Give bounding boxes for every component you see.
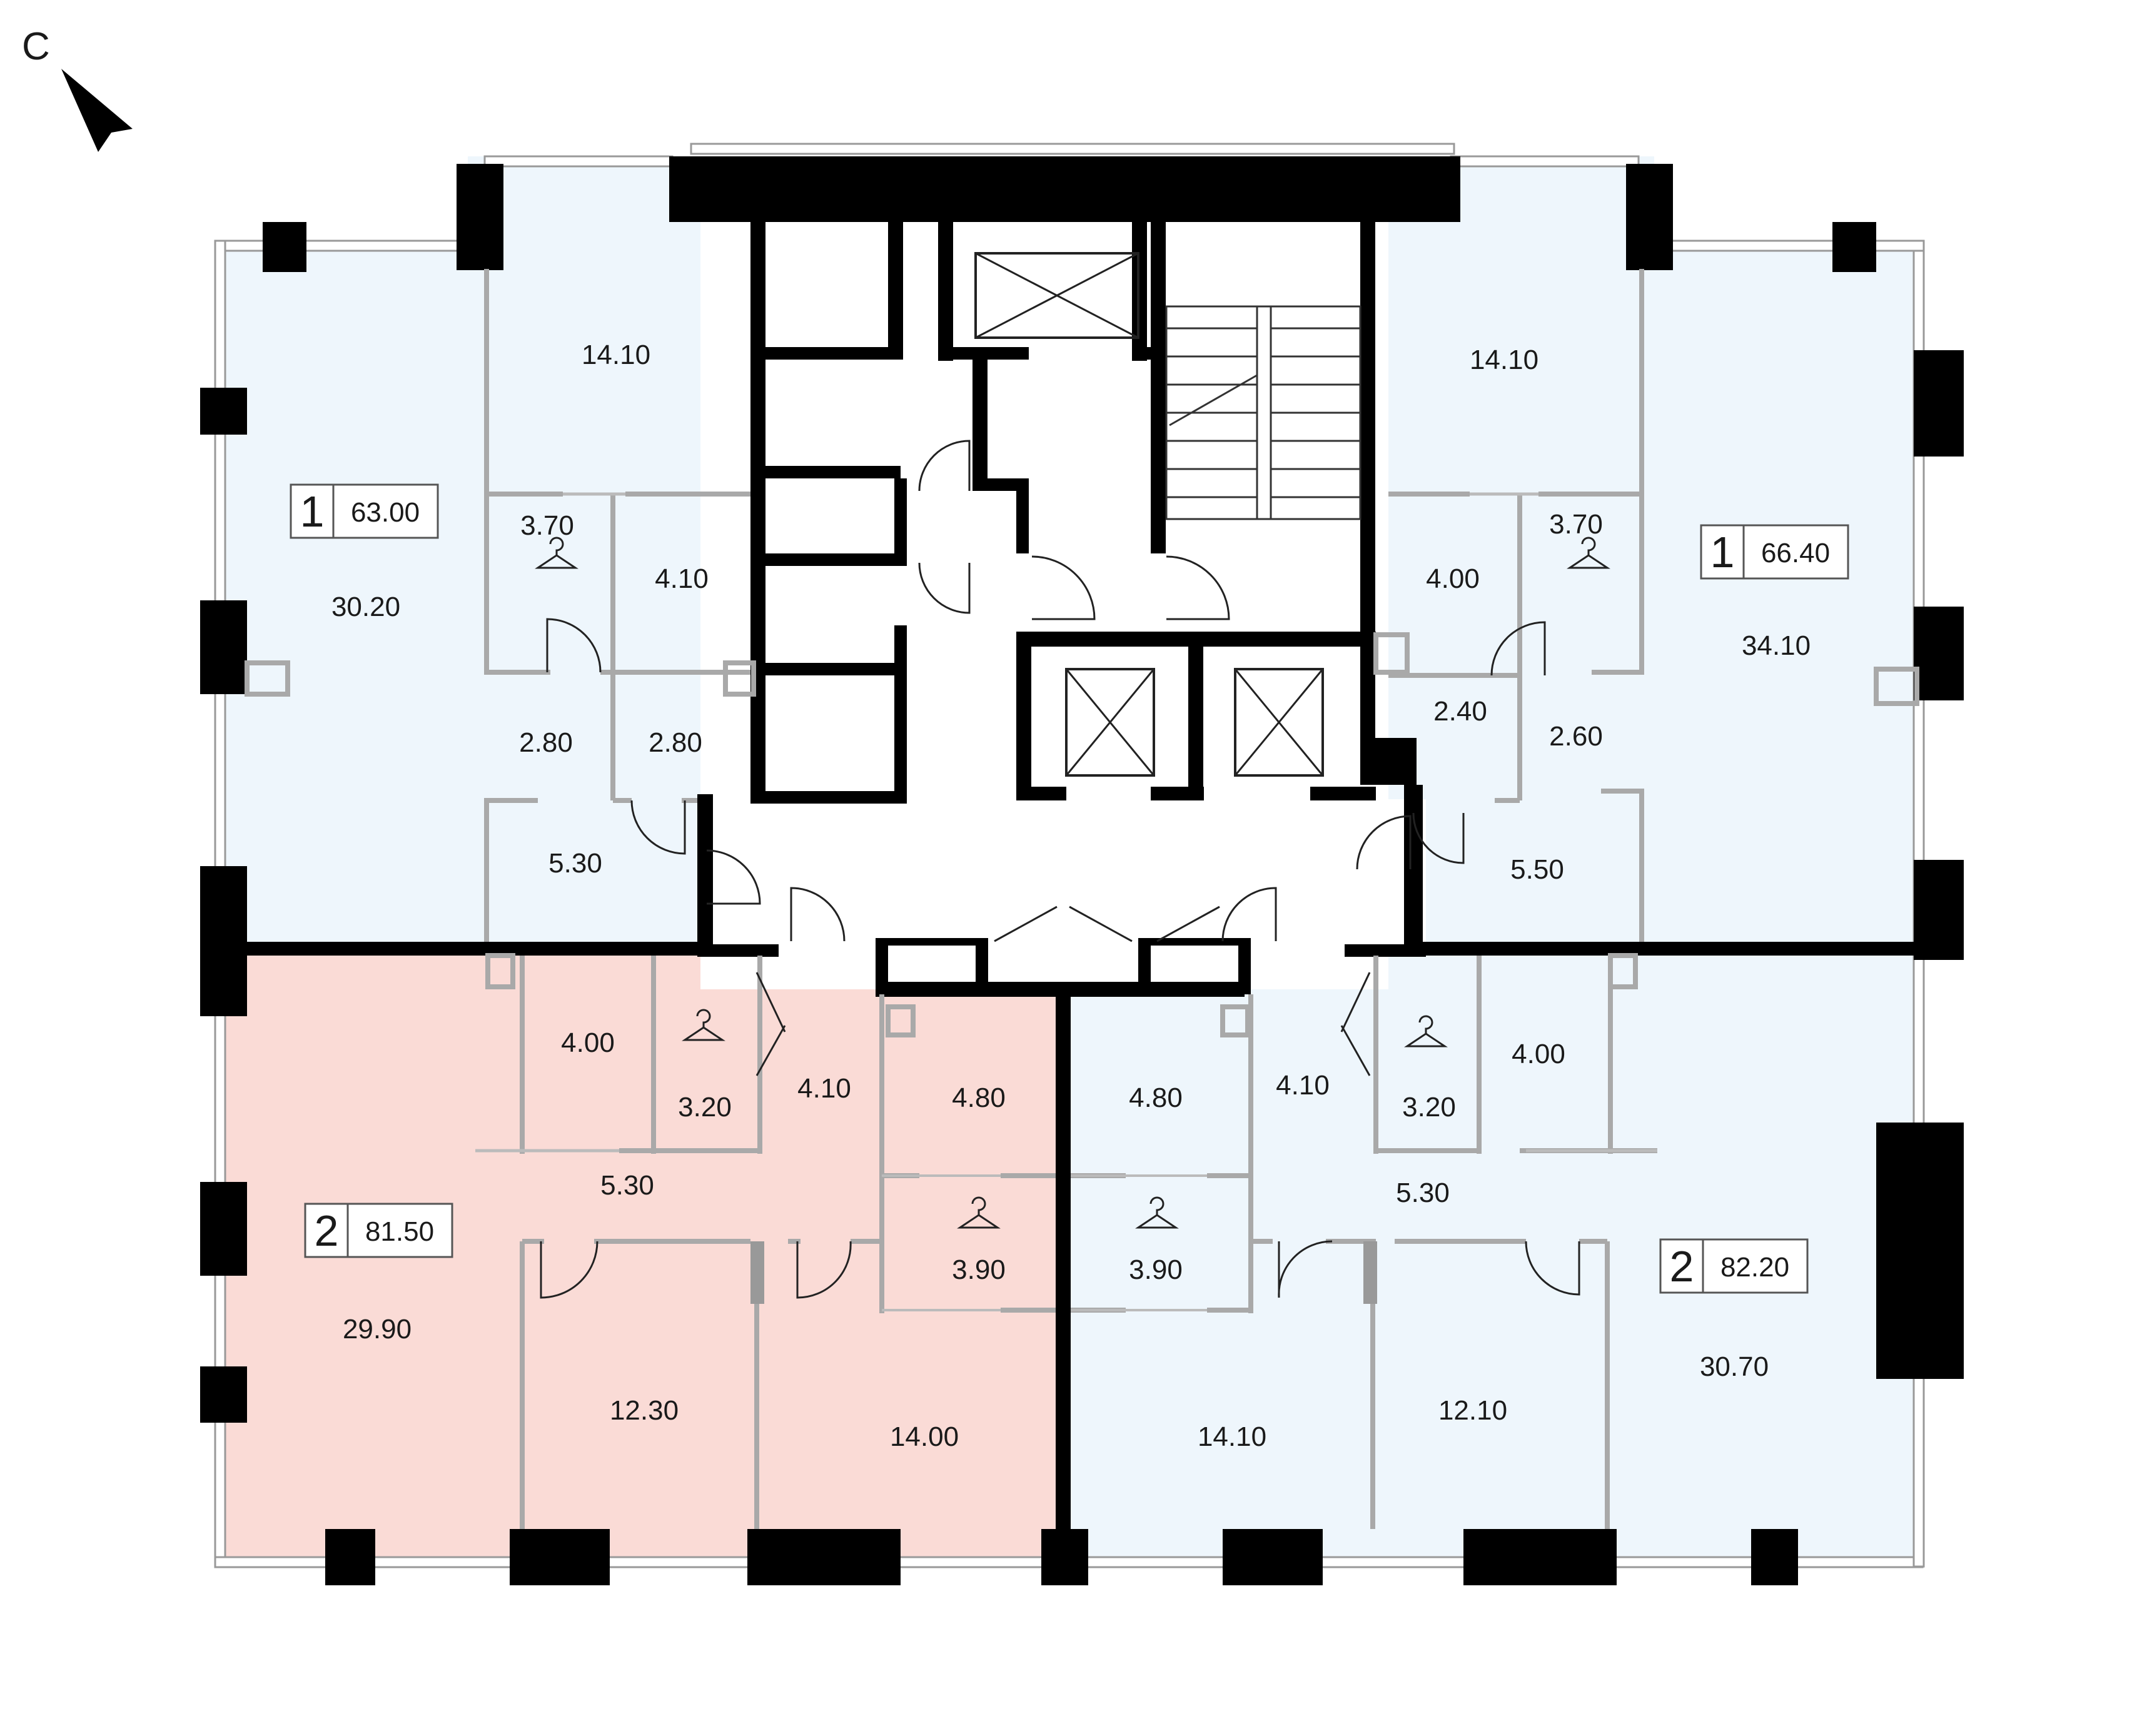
room-area: 14.00	[890, 1421, 959, 1452]
hanger-icon	[682, 1009, 725, 1041]
room-area: 4.10	[797, 1073, 851, 1104]
unit-badge-top-left: 1 63.00	[290, 483, 439, 539]
elevator-2-icon	[1065, 668, 1155, 777]
room-area: 5.50	[1510, 854, 1564, 885]
room-area: 14.10	[1470, 345, 1538, 375]
hanger-icon	[535, 537, 578, 569]
room-area: 14.10	[582, 340, 650, 370]
hanger-icon	[1567, 537, 1610, 569]
north-arrow-icon	[61, 69, 133, 152]
room-area: 4.10	[655, 563, 709, 594]
room-area: 30.70	[1700, 1351, 1769, 1382]
room-area: 12.30	[610, 1395, 679, 1426]
room-area: 4.00	[561, 1027, 615, 1058]
unit-rooms: 1	[300, 487, 325, 536]
room-area: 3.20	[1402, 1092, 1456, 1123]
unit-total-area: 81.50	[365, 1216, 434, 1247]
unit-badge-bottom-right: 2 82.20	[1659, 1238, 1809, 1294]
room-area: 14.10	[1198, 1421, 1266, 1452]
unit-top-left-fill[interactable]	[225, 156, 754, 951]
room-area: 2.60	[1549, 721, 1603, 752]
doors	[475, 440, 1657, 1311]
stairs-icon	[1165, 305, 1361, 520]
room-area: 4.10	[1276, 1070, 1330, 1101]
unit-rooms: 2	[1670, 1242, 1694, 1291]
unit-total-area: 66.40	[1761, 538, 1830, 568]
room-area: 4.00	[1426, 563, 1480, 594]
room-area: 5.30	[600, 1170, 654, 1201]
core-walls	[697, 201, 1423, 997]
unit-bottom-right-fill[interactable]	[1066, 954, 1914, 1557]
room-area: 4.80	[952, 1082, 1006, 1113]
room-area: 34.10	[1742, 630, 1811, 661]
exterior-wall	[200, 156, 1964, 1585]
room-area: 3.90	[1129, 1254, 1183, 1285]
room-area: 3.70	[1549, 509, 1603, 540]
hanger-icon	[957, 1196, 1001, 1229]
compass-label: С	[22, 25, 50, 68]
room-area: 29.90	[343, 1314, 412, 1345]
room-area: 5.30	[548, 848, 602, 879]
hanger-icon	[1404, 1015, 1448, 1047]
room-area: 3.90	[952, 1254, 1006, 1285]
unit-bottom-left-fill[interactable]	[225, 954, 1060, 1557]
unit-demising-walls	[225, 942, 1914, 1557]
room-area: 2.40	[1433, 696, 1487, 727]
unit-badge-top-right: 1 66.40	[1700, 524, 1849, 580]
unit-rooms: 2	[315, 1206, 339, 1255]
elevator-1-icon	[974, 252, 1139, 339]
unit-rooms: 1	[1710, 528, 1735, 577]
room-area: 3.70	[520, 510, 574, 541]
unit-badge-bottom-left: 2 81.50	[304, 1203, 453, 1258]
room-area: 3.20	[678, 1092, 732, 1123]
elevator-3-icon	[1234, 668, 1324, 777]
core-lobby	[700, 201, 1388, 989]
room-area: 4.00	[1512, 1039, 1565, 1069]
unit-total-area: 63.00	[351, 497, 420, 528]
room-area: 12.10	[1438, 1395, 1507, 1426]
room-area: 30.20	[331, 592, 400, 622]
unit-total-area: 82.20	[1720, 1252, 1789, 1283]
room-areas: 14.10 30.20 3.70 4.10 2.80 2.80 5.30 14.…	[331, 340, 1811, 1452]
room-area: 2.80	[519, 727, 573, 758]
room-area: 2.80	[649, 727, 702, 758]
room-area: 4.80	[1129, 1082, 1183, 1113]
hanger-icon	[1135, 1196, 1179, 1229]
room-area: 5.30	[1396, 1178, 1450, 1208]
